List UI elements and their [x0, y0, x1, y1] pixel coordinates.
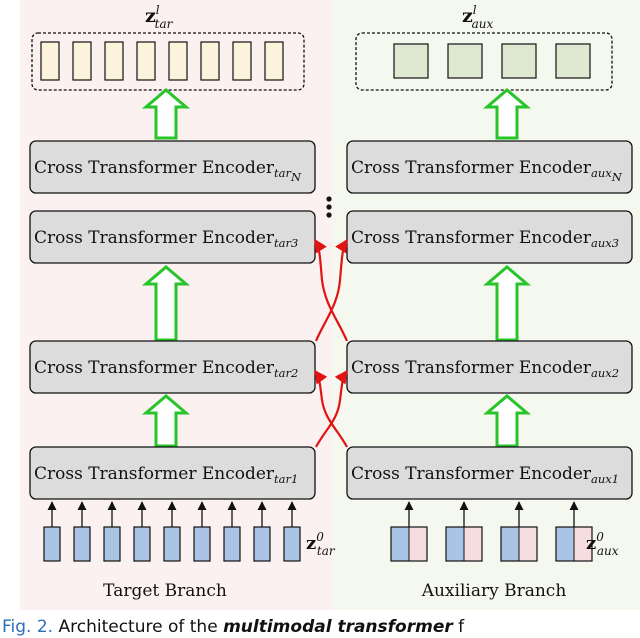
target-input-token — [103, 526, 121, 562]
encoder-label: Cross Transformer Encodertar3 — [34, 228, 298, 250]
target-encoder-2: Cross Transformer Encodertar2 — [29, 340, 316, 394]
encoder-label: Cross Transformer EncodertarN — [34, 158, 302, 184]
target-output-token — [104, 41, 124, 81]
cross-arrow — [315, 369, 348, 448]
target-output-token — [72, 41, 92, 81]
target-input-token — [253, 526, 271, 562]
target-output-token — [264, 41, 284, 81]
aux-output-tokens — [393, 43, 591, 79]
target-output-token — [168, 41, 188, 81]
target-branch-label: Target Branch — [103, 581, 227, 601]
target-input-token — [193, 526, 211, 562]
cross-arrow — [314, 238, 348, 342]
encoder-label: Cross Transformer Encoderaux2 — [351, 358, 619, 380]
target-encoder-3: Cross Transformer Encodertar3 — [29, 210, 316, 264]
target-input-tokens — [43, 501, 301, 562]
vertical-ellipsis — [326, 196, 332, 218]
aux-branch-label: Auxiliary Branch — [421, 581, 567, 601]
green-up-arrows — [141, 88, 532, 448]
up-arrow — [141, 394, 191, 448]
aux-output-token — [393, 43, 429, 79]
auxiliary-branch-background — [332, 0, 640, 610]
aux-encoder-2: Cross Transformer Encoderaux2 — [346, 340, 633, 394]
target-input-token — [73, 526, 91, 562]
aux-encoder-3: Cross Transformer Encoderaux3 — [346, 210, 633, 264]
target-input-token — [133, 526, 151, 562]
target-output-container — [31, 32, 305, 91]
up-arrow — [141, 88, 191, 140]
target-input-token — [223, 526, 241, 562]
up-arrow — [141, 265, 191, 342]
target-encoder-1: Cross Transformer Encodertar1 — [29, 446, 316, 500]
target-input-token — [43, 526, 61, 562]
encoder-label: Cross Transformer Encoderaux3 — [351, 228, 619, 250]
target-output-token — [200, 41, 220, 81]
up-arrow — [482, 394, 532, 448]
target-output-token — [232, 41, 252, 81]
encoder-label: Cross Transformer EncoderauxN — [351, 158, 623, 184]
target-input-token — [163, 526, 181, 562]
cross-arrow — [314, 238, 349, 342]
encoder-label: Cross Transformer Encoderaux1 — [351, 464, 619, 486]
aux-output-token — [555, 43, 591, 79]
encoder-label: Cross Transformer Encodertar2 — [34, 358, 298, 380]
encoder-label: Cross Transformer Encodertar1 — [34, 464, 298, 486]
aux-output-token — [447, 43, 483, 79]
target-encoder-N: Cross Transformer EncodertarN — [29, 140, 316, 194]
cross-arrow — [314, 369, 348, 448]
target-input-token — [283, 526, 301, 562]
up-arrow — [482, 265, 532, 342]
aux-output-token — [501, 43, 537, 79]
target-output-token — [136, 41, 156, 81]
aux-input-tokens — [390, 501, 593, 562]
target-output-tokens — [40, 41, 284, 81]
aux-encoder-N: Cross Transformer EncoderauxN — [346, 140, 633, 194]
up-arrow — [482, 88, 532, 140]
figure-caption: Fig. 2. Architecture of the multimodal t… — [2, 617, 465, 637]
aux-output-container — [355, 32, 613, 91]
aux-encoder-1: Cross Transformer Encoderaux1 — [346, 446, 633, 500]
encoder-stack: Cross Transformer EncodertarN Cross Trans… — [29, 140, 633, 500]
target-output-token — [40, 41, 60, 81]
cross-attention-arrows — [314, 238, 349, 448]
